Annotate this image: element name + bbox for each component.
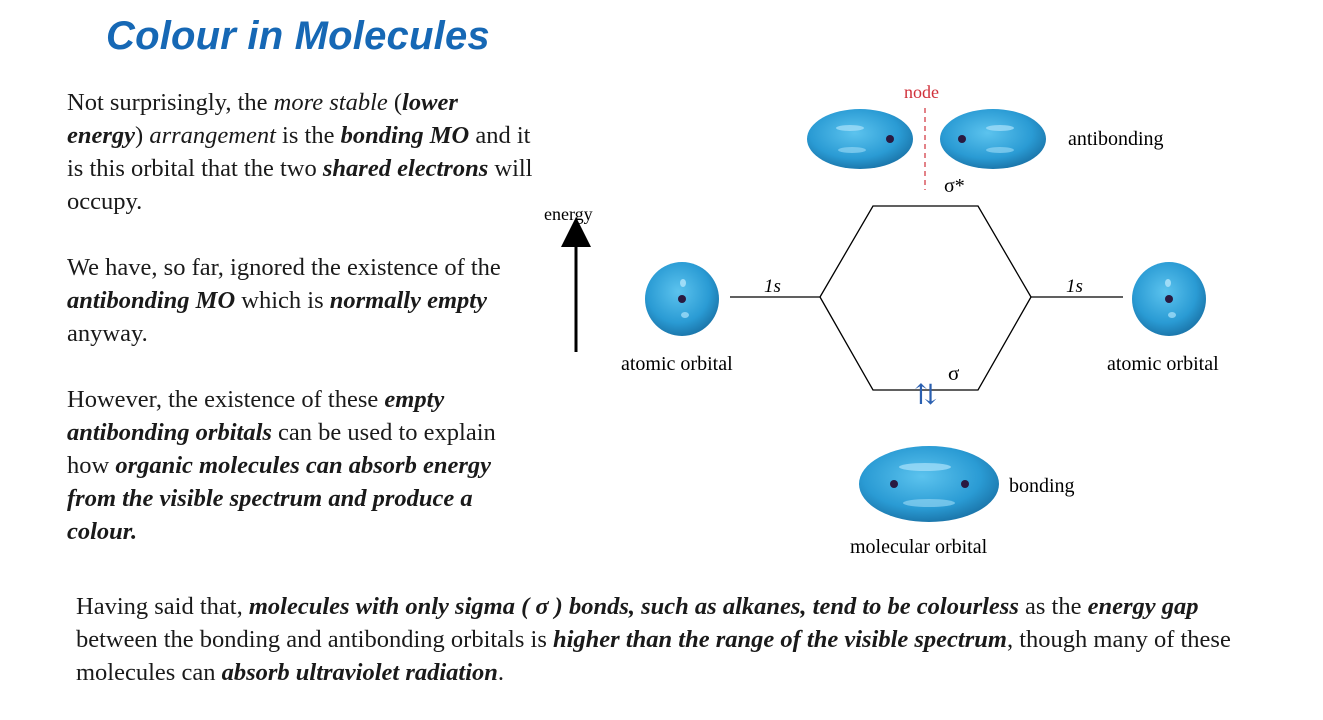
p4-text-9: .: [497, 659, 505, 686]
p1-text-3: (: [387, 89, 403, 116]
bonding-left-nucleus: [890, 480, 898, 488]
energy-label: energy: [544, 204, 593, 224]
molecular-orbital-label: molecular orbital: [850, 536, 988, 558]
p4-text-1: Having said that,: [76, 593, 249, 620]
sigma-star-label: σ*: [944, 175, 965, 197]
left-atomic-label: atomic orbital: [621, 353, 733, 375]
p2-text-3: which is: [235, 287, 330, 314]
p1-lower-energy: lower energy: [67, 89, 458, 149]
right-atomic-label: atomic orbital: [1107, 353, 1219, 375]
p1-bonding-mo: bonding MO: [340, 122, 470, 149]
p2-text-1: We have, so far, ignored the existence o…: [67, 254, 501, 281]
bonding-right-nucleus: [961, 480, 969, 488]
node-label: node: [904, 82, 939, 102]
right-1s-label: 1s: [1066, 276, 1083, 297]
p4-text-5: between the bonding and antibonding orbi…: [76, 626, 553, 653]
p1-text-11: will occupy.: [67, 155, 533, 215]
right-atomic-nucleus: [1165, 295, 1173, 303]
p1-more-stable: more stable: [273, 89, 388, 116]
antibonding-orbital: [807, 109, 1046, 169]
p4-text-7: , though many of these molecules can: [76, 626, 1231, 686]
p2-antibonding-mo: antibonding MO: [67, 287, 236, 314]
p4-absorb-uv: absorb ultraviolet radiation: [221, 659, 498, 686]
p3-text-1: However, the existence of these: [67, 386, 385, 413]
sigma-label: σ: [948, 361, 959, 385]
p1-arrangement: arrangement: [149, 122, 276, 149]
p3-empty-antibonding: empty antibonding orbitals: [67, 386, 445, 446]
p2-text-5: anyway.: [67, 320, 148, 347]
p1-text-9: and it is this orbital that the two: [67, 122, 531, 182]
p1-text-1: Not surprisingly, the: [67, 89, 274, 116]
page-title: Colour in Molecules: [106, 14, 490, 58]
p4-sigma-colourless: molecules with only sigma ( σ ) bonds, s…: [248, 593, 1019, 620]
paragraph-stable-arrangement: Not surprisingly, the more stable (lower…: [67, 86, 537, 218]
antibonding-right-lobe: [940, 109, 1046, 169]
p1-text-5: ): [135, 122, 150, 149]
left-1s-label: 1s: [764, 276, 781, 297]
p1-shared-electrons: shared electrons: [322, 155, 489, 182]
sigma-level-lines: [819, 296, 1032, 391]
p2-normally-empty: normally empty: [329, 287, 487, 314]
left-atomic-nucleus: [678, 295, 686, 303]
antibonding-label: antibonding: [1068, 128, 1164, 150]
right-atomic-orbital: [1132, 262, 1206, 336]
p4-text-3: as the: [1018, 593, 1088, 620]
left-text-block: Not surprisingly, the more stable (lower…: [67, 86, 537, 581]
antibonding-left-lobe: [807, 109, 913, 169]
p4-energy-gap: energy gap: [1087, 593, 1199, 620]
bottom-text-block: Having said that, molecules with only si…: [76, 590, 1256, 689]
p1-text-7: is the: [275, 122, 341, 149]
bonding-label: bonding: [1009, 475, 1075, 497]
left-atomic-orbital: [645, 262, 719, 336]
antibonding-right-nucleus: [958, 135, 966, 143]
bonding-orbital: [859, 446, 999, 522]
antibonding-left-nucleus: [886, 135, 894, 143]
paragraph-sigma-bonds: Having said that, molecules with only si…: [76, 590, 1256, 689]
paragraph-colour-explanation: However, the existence of these empty an…: [67, 383, 537, 548]
sigma-star-level-lines: [819, 205, 1032, 298]
p3-organic-molecules: organic molecules can absorb energy from…: [67, 452, 491, 545]
p4-higher-than-visible: higher than the range of the visible spe…: [552, 626, 1007, 653]
p3-text-3: can be used to explain how: [67, 419, 496, 479]
paragraph-antibonding: We have, so far, ignored the existence o…: [67, 251, 537, 350]
electron-pair-arrows: ⇅: [914, 380, 937, 411]
